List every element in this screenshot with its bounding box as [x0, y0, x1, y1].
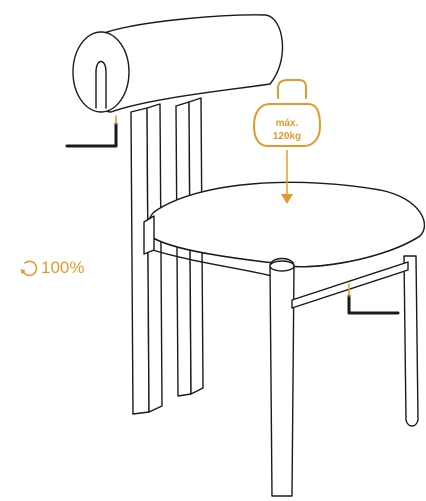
weight-body — [253, 103, 321, 147]
front-leg-right — [403, 255, 419, 427]
weight-label-line2: 120kg — [273, 131, 301, 142]
hex-key-upper — [65, 115, 118, 148]
hex-key-lower — [347, 283, 400, 315]
weight-icon — [253, 79, 321, 147]
chair-drawing — [72, 14, 425, 497]
tightening-percent: 100% — [41, 258, 85, 277]
tightening-indicator: 100% — [19, 258, 84, 278]
front-leg-left — [269, 257, 295, 497]
rotate-arrow-icon — [20, 260, 38, 277]
seat-rail — [291, 261, 409, 309]
rear-leg-left — [130, 103, 163, 415]
weight-label-line1: máx. — [276, 118, 299, 129]
seat-apron — [143, 215, 155, 255]
backrest-cushion — [72, 14, 284, 113]
down-arrow — [281, 150, 293, 204]
weight-handle — [277, 79, 307, 99]
